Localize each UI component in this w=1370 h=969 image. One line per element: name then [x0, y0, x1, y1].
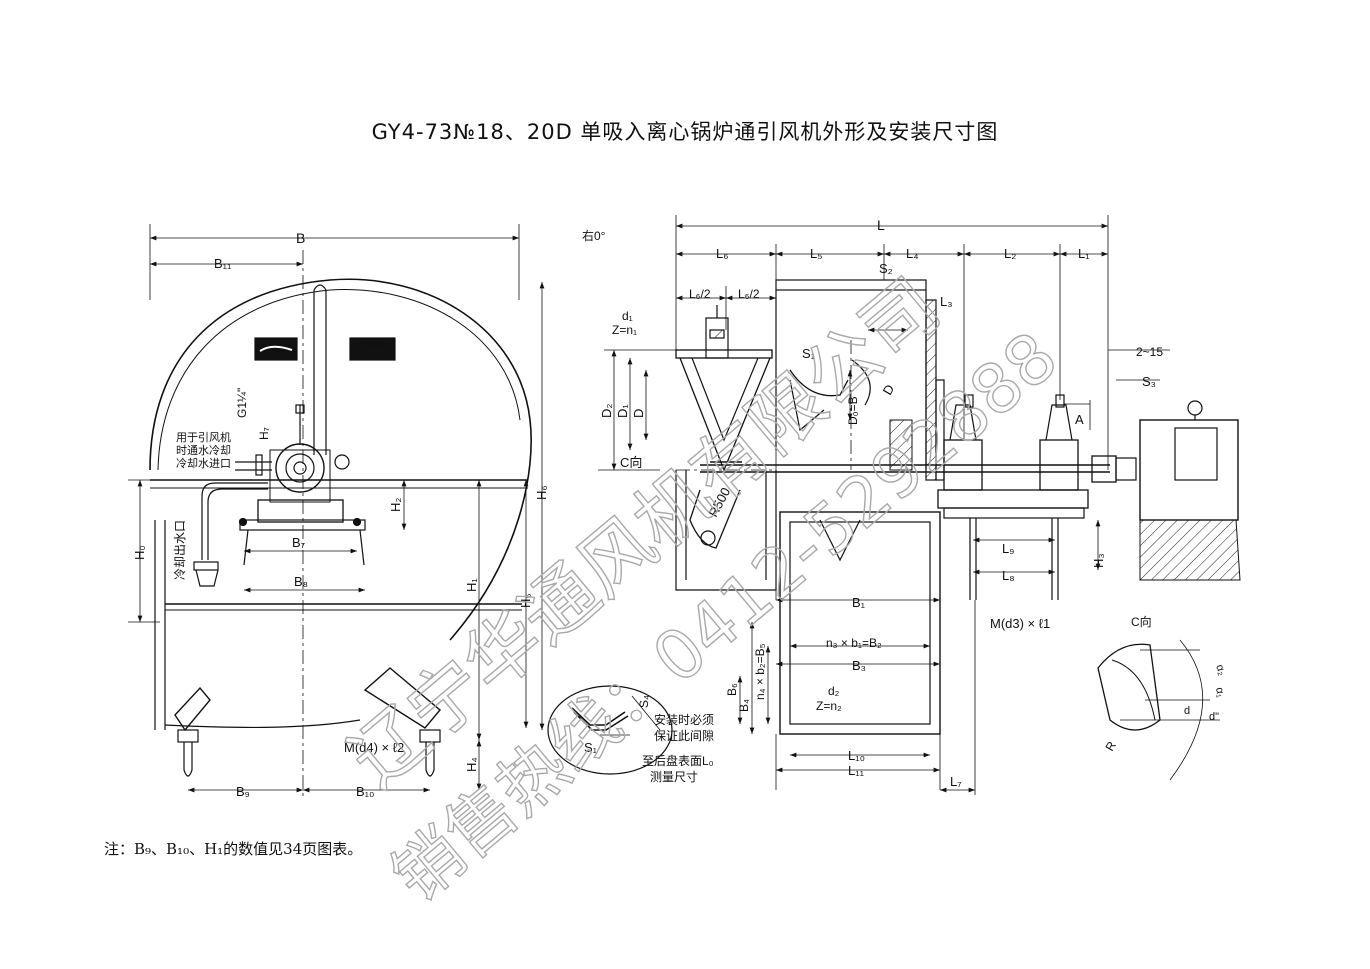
- dim-L: L: [877, 217, 885, 233]
- view-c-direction: C向: [620, 455, 642, 470]
- angle-alpha1: α₁: [1213, 686, 1227, 698]
- dim-L1: L₁: [1078, 246, 1090, 261]
- dim-B3: B₃: [852, 658, 866, 673]
- dim-B8: B₈: [294, 574, 308, 589]
- dim-B2: n₃ × b₁=B₂: [826, 636, 882, 650]
- dim-B1: B₁: [852, 595, 866, 610]
- dim-B7: B₇: [292, 535, 306, 550]
- cooling-out: 冷却出水口: [173, 520, 187, 580]
- dim-B: B: [296, 230, 305, 246]
- dim-H4: H₄: [464, 757, 479, 772]
- cooling-in-1: 用于引风机: [176, 430, 231, 444]
- thread-G: G1¼": [235, 388, 249, 418]
- dim-B10: B₁₀: [356, 784, 374, 799]
- bolt-d4: M(d4) × ℓ2: [344, 740, 404, 755]
- dim-L2: L₂: [1004, 246, 1016, 261]
- dim-H6: H₆: [534, 485, 549, 500]
- dim-D2: D₂: [599, 404, 614, 418]
- dim-S3: S₃: [1142, 374, 1156, 389]
- dim-H3: H₃: [1091, 553, 1106, 568]
- drawing-title: GY4-73№18、20D 单吸入离心锅炉通引风机外形及安装尺寸图: [371, 120, 999, 144]
- orientation-label: 右0°: [582, 228, 606, 243]
- dim-L6-half-right: L₆/2: [738, 287, 760, 301]
- cooling-in-3: 冷却水进口: [176, 457, 231, 470]
- hole-d: d: [1184, 705, 1190, 717]
- dim-H0: H₀: [132, 545, 147, 560]
- dim-L6-half-left: L₆/2: [689, 287, 711, 301]
- dim-D0: D₀=B: [846, 396, 860, 425]
- dim-H1: H₁: [464, 578, 479, 592]
- right-view: [547, 215, 1241, 795]
- dim-B11: B₁₁: [214, 256, 232, 271]
- dim-B4: B₄: [737, 699, 751, 712]
- flange-d1: d₁: [622, 309, 633, 323]
- measure-note-1: 至后盘表面L₀: [642, 753, 714, 768]
- dim-S2: S₂: [879, 261, 893, 276]
- gap-S4: S₄: [637, 695, 651, 708]
- measure-note-2: 测量尺寸: [650, 770, 698, 784]
- bolt-d3: M(d3) × ℓ1: [990, 616, 1050, 631]
- dim-B6: B₆: [725, 683, 739, 696]
- dim-B9: B₉: [236, 784, 250, 799]
- dim-L3: L₃: [940, 294, 953, 309]
- radius-R: R: [1102, 739, 1119, 754]
- hole-d-quote: d": [1209, 711, 1219, 723]
- flange-d2: d₂: [828, 684, 840, 698]
- watermark: 辽宁华通风机有限公司 销售热线：0412-5292888: [334, 262, 1074, 919]
- dim-H5: H₅: [518, 593, 533, 608]
- view-A: A: [1075, 412, 1084, 427]
- dim-L7: L₇: [950, 774, 962, 789]
- gap-range: 2~15: [1136, 345, 1163, 359]
- dim-L6: L₆: [716, 246, 728, 261]
- dim-L10: L₁₀: [848, 748, 865, 763]
- dim-H2: H₂: [388, 498, 403, 512]
- dim-L5: L₅: [810, 246, 822, 261]
- nameplate-text: 离心通风机: [358, 341, 386, 349]
- dim-L8: L₈: [1002, 568, 1015, 583]
- dim-L4: L₄: [906, 246, 919, 261]
- detail-S1: S₁: [584, 740, 598, 755]
- flange-z-n2: Z=n₂: [816, 699, 842, 713]
- dim-L11: L₁₁: [848, 763, 865, 778]
- angle-alpha2: α₂: [1213, 663, 1228, 677]
- dim-L9: L₉: [1002, 541, 1014, 556]
- view-c-detail-title: C向: [1131, 614, 1152, 629]
- left-view: 离心通风机 GY4-73: [128, 224, 545, 800]
- flange-z-n1: Z=n₁: [612, 323, 637, 337]
- gap-S1: S₁: [802, 346, 816, 361]
- cooling-in-2: 时通水冷却: [176, 444, 231, 457]
- dim-H7: H₇: [257, 427, 271, 440]
- footnote: 注：B₉、B₁₀、H₁的数值见34页图表。: [104, 840, 363, 858]
- dim-D: D: [631, 409, 646, 418]
- dim-D1: D₁: [615, 404, 630, 418]
- install-note-2: 保证此间隙: [654, 729, 714, 743]
- install-note-1: 安装时必须: [654, 712, 714, 727]
- dim-B5: n₄ × b₂=B₅: [753, 643, 767, 700]
- svg-text:GY4-73: GY4-73: [362, 352, 383, 358]
